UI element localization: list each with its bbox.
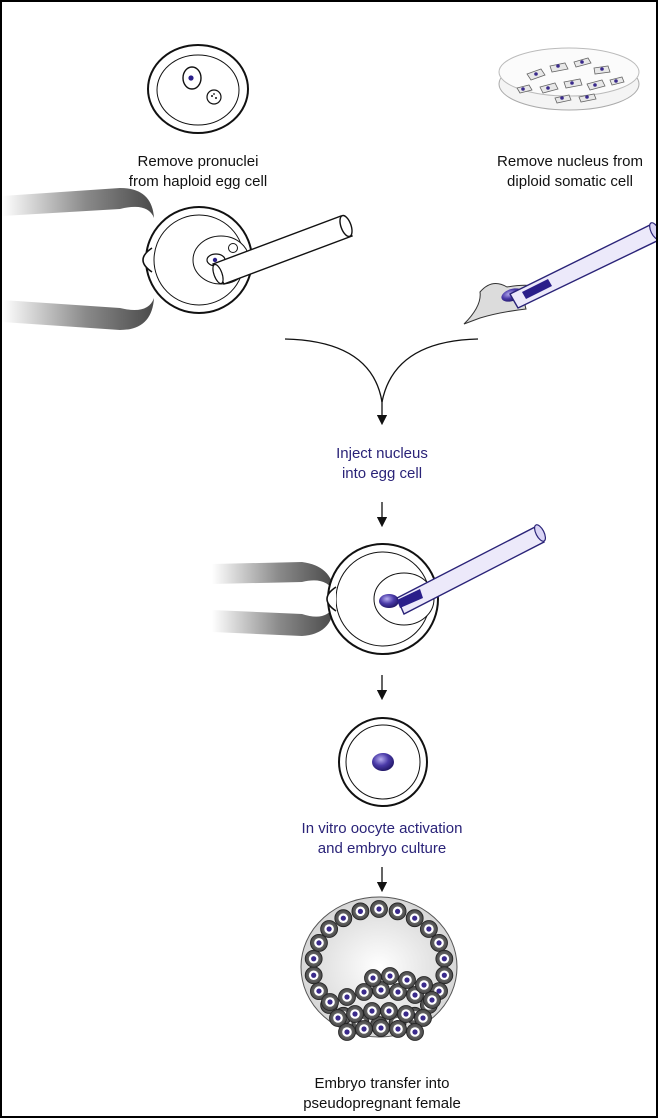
label-somatic: Remove nucleus from diploid somatic cell — [480, 152, 656, 192]
holding-pipette-lower — [212, 562, 334, 636]
haploid-egg-cell — [147, 44, 249, 134]
blastocyst-cell-nucleus — [370, 975, 376, 981]
holding-pipette-upper — [2, 188, 154, 330]
blastocyst-cell-nucleus — [403, 1011, 409, 1017]
blastocyst-cell-nucleus — [316, 940, 322, 946]
blastocyst-cell-nucleus — [316, 988, 322, 994]
label-somatic-line1: Remove nucleus from — [497, 153, 643, 170]
label-somatic-line2: diploid somatic cell — [507, 173, 633, 190]
label-inject-line2: into egg cell — [341, 465, 423, 482]
blastocyst-cell-nucleus — [352, 1011, 358, 1017]
blastocyst-cell-nucleus — [378, 1025, 384, 1031]
blastocyst-cell-nucleus — [386, 1008, 392, 1014]
merge-lines — [284, 338, 479, 426]
blastocyst-cell-nucleus — [412, 992, 418, 998]
blastocyst-cell-nucleus — [361, 989, 367, 995]
label-inject: Inject nucleus into egg cell — [292, 444, 472, 484]
blastocyst-cell-nucleus — [404, 977, 410, 983]
blastocyst-cell-nucleus — [412, 1029, 418, 1035]
blastocyst-cell-nucleus — [340, 915, 346, 921]
blastocyst-cell-nucleus — [436, 940, 442, 946]
blastocyst-cell-nucleus — [420, 1015, 426, 1021]
blastocyst-cell-nucleus — [421, 982, 427, 988]
label-transfer-line1: Embryo transfer into — [314, 1075, 450, 1092]
blastocyst-cell-nucleus — [311, 972, 317, 978]
blastocyst-cell-nucleus — [327, 999, 333, 1005]
enucleation-pipette — [211, 214, 354, 285]
blastocyst-cell-nucleus — [376, 906, 382, 912]
blastocyst-cell-nucleus — [378, 987, 384, 993]
label-inject-line1: Inject nucleus — [336, 445, 428, 462]
label-activation-line2: and embryo culture — [317, 840, 447, 857]
blastocyst-cell-nucleus — [344, 1029, 350, 1035]
label-egg-line2: from haploid egg cell — [128, 173, 268, 190]
blastocyst-cell-nucleus — [326, 926, 332, 932]
blastocyst-cell-nucleus — [395, 989, 401, 995]
blastocyst-cell-nucleus — [335, 1015, 341, 1021]
label-transfer-line2: pseudopregnant female — [303, 1095, 461, 1112]
blastocyst-cell-nucleus — [412, 915, 418, 921]
blastocyst-cell-nucleus — [369, 1008, 375, 1014]
blastocyst-cell-nucleus — [357, 908, 364, 914]
blastocyst — [300, 896, 458, 1041]
blastocyst-cell-nucleus — [426, 926, 432, 932]
blastocyst-cell-nucleus — [361, 1026, 367, 1032]
label-transfer: Embryo transfer into pseudopregnant fema… — [282, 1074, 482, 1114]
reconstructed-egg — [338, 717, 428, 807]
blastocyst-cell-nucleus — [436, 988, 442, 994]
label-activation: In vitro oocyte activation and embryo cu… — [262, 819, 502, 859]
blastocyst-cell-nucleus — [429, 997, 435, 1003]
blastocyst-cell-nucleus — [441, 972, 447, 978]
injection-pipette — [396, 524, 547, 615]
blastocyst-cell-nucleus — [394, 908, 401, 914]
blastocyst-cell-nucleus — [395, 1026, 401, 1032]
blastocyst-cell-nucleus — [441, 956, 447, 962]
somatic-pipette — [509, 222, 656, 309]
culture-dish — [498, 47, 640, 111]
blastocyst-cell-nucleus — [387, 973, 393, 979]
label-egg-line1: Remove pronuclei — [137, 153, 259, 170]
label-egg: Remove pronuclei from haploid egg cell — [108, 152, 288, 192]
blastocyst-cell-nucleus — [311, 956, 317, 962]
label-activation-line1: In vitro oocyte activation — [301, 820, 463, 837]
blastocyst-cell-nucleus — [344, 994, 350, 1000]
